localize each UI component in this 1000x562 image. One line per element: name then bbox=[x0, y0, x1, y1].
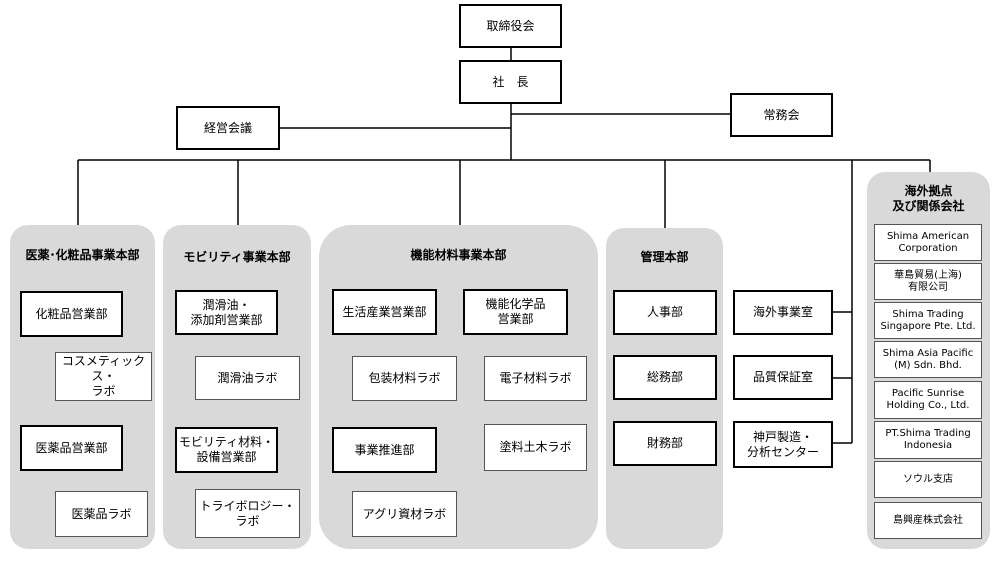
agri-materials-lab: アグリ資材ラボ bbox=[352, 491, 457, 537]
overseas-base-item: 島興産株式会社 bbox=[874, 502, 982, 539]
mobility-materials-sales-dept: モビリティ材料・ 設備営業部 bbox=[175, 427, 278, 473]
pharma-sales-dept: 医薬品営業部 bbox=[20, 425, 123, 471]
overseas-base-item: PT.Shima Trading Indonesia bbox=[874, 421, 982, 459]
lubricant-lab: 潤滑油ラボ bbox=[195, 356, 300, 400]
lubricant-additive-sales-dept: 潤滑油・ 添加剤営業部 bbox=[175, 290, 278, 335]
hr-dept: 人事部 bbox=[613, 290, 717, 335]
management-meeting-box: 経営会議 bbox=[176, 106, 280, 150]
administration-division-title: 管理本部 bbox=[640, 250, 689, 264]
tribology-lab: トライボロジー・ ラボ bbox=[195, 489, 300, 538]
overseas-base-item: Pacific Sunrise Holding Co., Ltd. bbox=[874, 381, 982, 419]
mobility-division-title: モビリティ事業本部 bbox=[183, 250, 291, 264]
pharma-lab: 医薬品ラボ bbox=[55, 491, 148, 537]
functional-chemicals-sales-dept: 機能化学品 営業部 bbox=[463, 289, 568, 335]
kobe-manufacturing-analysis-center: 神戸製造・ 分析センター bbox=[733, 421, 833, 468]
cosmetics-sales-dept: 化粧品営業部 bbox=[20, 291, 123, 337]
packaging-materials-lab: 包装材料ラボ bbox=[352, 356, 457, 401]
business-promotion-dept: 事業推進部 bbox=[332, 427, 437, 473]
board-of-directors-box: 取締役会 bbox=[459, 4, 562, 48]
overseas-base-item: Shima Asia Pacific (M) Sdn. Bhd. bbox=[874, 341, 982, 378]
electronic-materials-lab: 電子材料ラボ bbox=[484, 356, 587, 401]
president-box: 社 長 bbox=[459, 60, 562, 104]
overseas-base-item: Shima American Corporation bbox=[874, 224, 982, 261]
life-industry-sales-dept: 生活産業営業部 bbox=[332, 289, 437, 335]
overseas-bases-title: 海外拠点 及び関係会社 bbox=[892, 184, 965, 213]
paint-civil-lab: 塗料土木ラボ bbox=[484, 424, 587, 471]
quality-assurance-office: 品質保証室 bbox=[733, 355, 833, 400]
finance-dept: 財務部 bbox=[613, 421, 717, 466]
executive-meeting-box: 常務会 bbox=[730, 93, 833, 137]
cosmetics-lab: コスメティックス・ ラボ bbox=[55, 352, 152, 401]
overseas-base-item: ソウル支店 bbox=[874, 461, 982, 498]
overseas-base-item: 華島貿易(上海) 有限公司 bbox=[874, 263, 982, 300]
overseas-business-office: 海外事業室 bbox=[733, 290, 833, 335]
overseas-base-item: Shima Trading Singapore Pte. Ltd. bbox=[874, 302, 982, 339]
pharma-cosmetics-division-title: 医薬･化粧品事業本部 bbox=[25, 248, 140, 262]
functional-materials-division-title: 機能材料事業本部 bbox=[410, 248, 507, 262]
general-affairs-dept: 総務部 bbox=[613, 355, 717, 400]
